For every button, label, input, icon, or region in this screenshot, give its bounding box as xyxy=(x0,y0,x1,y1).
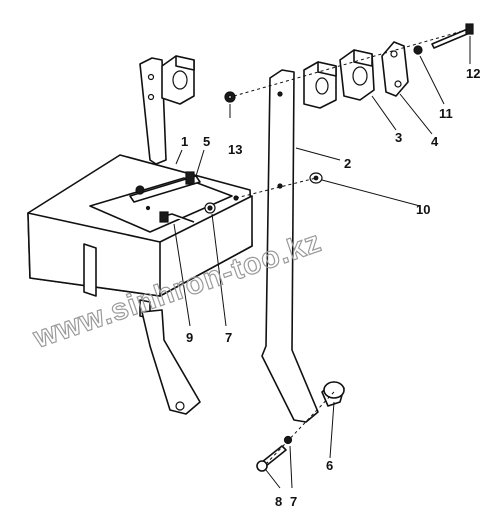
callout-5: 5 xyxy=(203,134,210,149)
nut-10 xyxy=(309,172,323,184)
tray-container xyxy=(27,154,253,319)
callout-11: 11 xyxy=(439,106,453,121)
callout-9: 9 xyxy=(186,330,193,345)
callout-2: 2 xyxy=(344,156,351,171)
callout-12: 12 xyxy=(466,66,480,81)
bottom-bolt xyxy=(256,445,287,472)
clamp-plate xyxy=(381,41,409,97)
callout-labels: 1 2 3 4 5 6 7 7 8 9 10 11 12 13 xyxy=(181,66,480,509)
callout-7-bottom: 7 xyxy=(290,494,297,509)
bolt-12 xyxy=(431,23,474,49)
left-clamp-block xyxy=(161,55,195,105)
lower-left-leg xyxy=(141,309,201,415)
callout-leaders xyxy=(173,36,471,489)
callout-10: 10 xyxy=(416,202,430,217)
tray-strap xyxy=(129,171,201,203)
nut-13 xyxy=(224,91,236,103)
callout-6: 6 xyxy=(326,458,333,473)
callout-4: 4 xyxy=(431,134,439,149)
callout-1: 1 xyxy=(181,134,188,149)
rubber-foot xyxy=(321,381,345,407)
washer-11 xyxy=(413,45,423,55)
callout-13: 13 xyxy=(228,142,242,157)
callout-8: 8 xyxy=(275,494,282,509)
callout-3: 3 xyxy=(395,130,402,145)
clamp-half-b xyxy=(339,49,375,101)
callout-7-tray: 7 xyxy=(225,330,232,345)
clamp-half-a xyxy=(303,61,337,109)
assembly-axis-lines xyxy=(233,29,467,465)
main-support-arm xyxy=(261,69,319,423)
left-upright-bracket xyxy=(139,57,167,165)
